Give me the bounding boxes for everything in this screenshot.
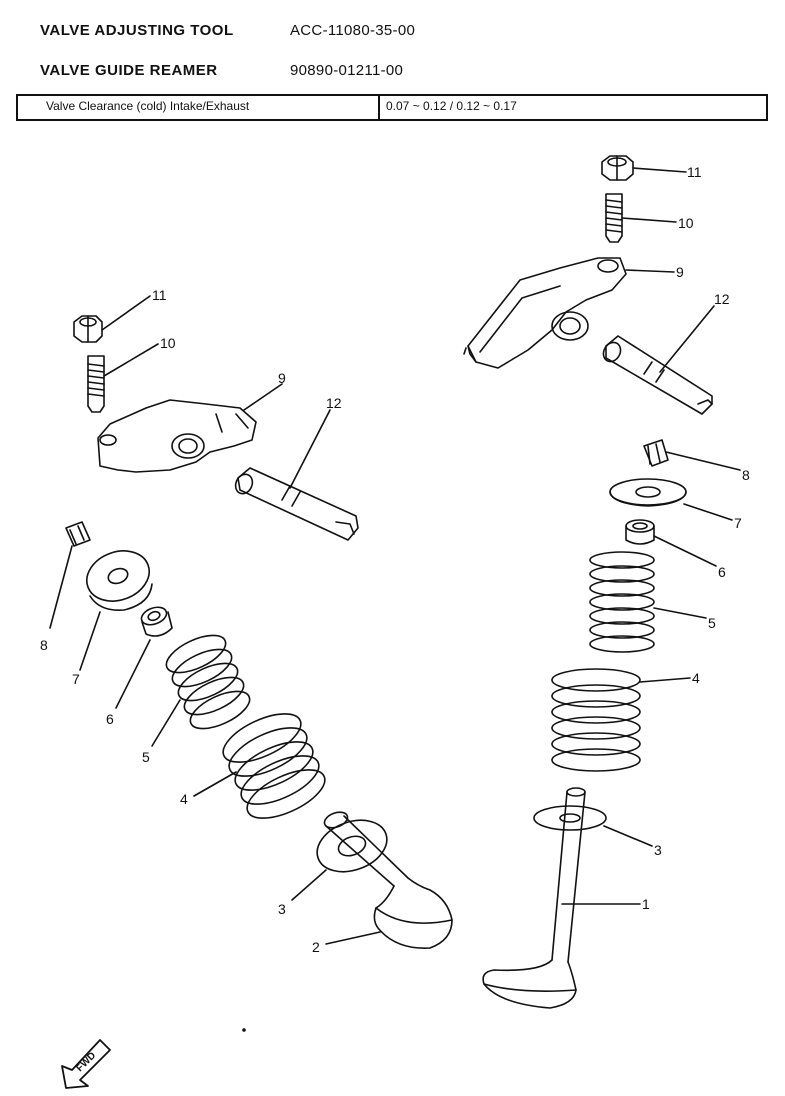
spring-retainer-right	[609, 478, 687, 507]
inner-spring-right	[589, 551, 655, 653]
spring-seat-right	[533, 805, 607, 831]
callout-9: 9	[676, 264, 684, 280]
outer-spring-left	[222, 713, 326, 819]
callout-4: 4	[692, 670, 700, 686]
callout-10: 10	[160, 335, 176, 351]
rocker-arm-left	[97, 399, 257, 473]
leader-line	[193, 771, 237, 797]
leader-line	[603, 825, 653, 847]
leader-line	[101, 295, 151, 331]
valve-clearance-spec-table: Valve Clearance (cold) Intake/Exhaust 0.…	[16, 94, 768, 121]
callout-9: 9	[278, 370, 286, 386]
rocker-shaft-left	[234, 467, 359, 541]
callout-8: 8	[40, 637, 48, 653]
adjusting-screw-left	[87, 355, 105, 413]
leader-line	[659, 305, 715, 373]
callout-11: 11	[152, 287, 167, 303]
spring-retainer-left	[86, 550, 153, 612]
callout-2: 2	[312, 939, 320, 955]
fwd-label: FWD	[74, 1050, 98, 1074]
leader-line	[79, 611, 101, 671]
callout-3: 3	[654, 842, 662, 858]
rocker-shaft-right	[602, 335, 713, 415]
spec-value: 0.07 ~ 0.12 / 0.12 ~ 0.17	[386, 99, 517, 113]
callout-5: 5	[142, 749, 150, 765]
dot-mark	[242, 1028, 246, 1032]
leader-line	[653, 535, 717, 567]
callout-1: 1	[642, 896, 650, 912]
tool-part-number: 90890-01211-00	[290, 62, 404, 79]
leader-line	[639, 677, 691, 683]
leader-line	[632, 167, 687, 173]
inner-spring-left	[165, 634, 251, 730]
callout-5: 5	[708, 615, 716, 631]
valve-cotter-right	[643, 439, 669, 467]
leader-line	[289, 409, 331, 489]
spec-label: Valve Clearance (cold) Intake/Exhaust	[18, 96, 380, 119]
leader-line	[625, 269, 675, 273]
oil-seal-right	[625, 519, 655, 545]
leader-line	[151, 699, 181, 747]
leader-line	[653, 607, 707, 619]
tool-part-number: ACC-11080-35-00	[290, 22, 416, 39]
valve-cotter-left	[65, 521, 91, 547]
leader-line	[621, 217, 677, 223]
callout-4: 4	[180, 791, 188, 807]
adjusting-screw-right	[605, 193, 623, 243]
callout-10: 10	[678, 215, 694, 231]
callout-12: 12	[326, 395, 342, 411]
leader-line	[115, 639, 151, 709]
tool-name: VALVE ADJUSTING TOOL	[40, 22, 234, 39]
callout-7: 7	[734, 515, 742, 531]
tool-name: VALVE GUIDE REAMER	[40, 62, 218, 79]
callout-7: 7	[72, 671, 80, 687]
valve-left	[323, 811, 453, 949]
callout-6: 6	[106, 711, 114, 727]
oil-seal-left	[140, 606, 173, 637]
fwd-arrow-icon: FWD	[61, 1039, 111, 1089]
callout-11: 11	[687, 164, 702, 180]
leader-line	[103, 343, 159, 377]
leader-line	[291, 869, 327, 901]
rocker-arm-right	[463, 257, 627, 369]
leader-line	[325, 931, 381, 945]
leader-line	[683, 503, 733, 521]
leader-line	[665, 451, 741, 471]
callout-8: 8	[742, 467, 750, 483]
lock-nut-right	[601, 155, 634, 181]
callout-12: 12	[714, 291, 730, 307]
callout-6: 6	[718, 564, 726, 580]
leader-line	[49, 545, 73, 629]
outer-spring-right	[551, 668, 641, 772]
spring-seat-left	[316, 819, 388, 873]
callout-3: 3	[278, 901, 286, 917]
valve-right	[482, 787, 586, 1009]
lock-nut-left	[73, 315, 103, 343]
leader-line	[243, 383, 283, 411]
